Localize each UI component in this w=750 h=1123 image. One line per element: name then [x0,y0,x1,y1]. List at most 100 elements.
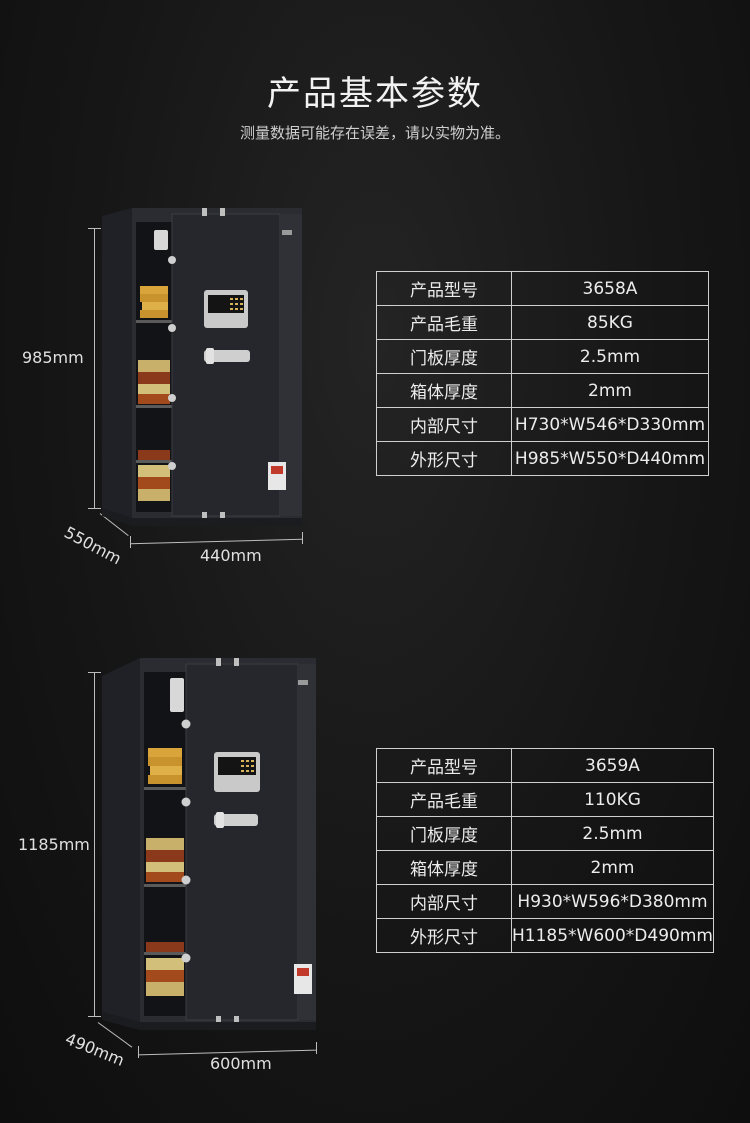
door-bolt [181,719,191,729]
page-title: 产品基本参数 [267,74,483,114]
door-handle-knob [216,812,224,828]
safe-side-panel [102,658,140,1022]
brand-logo [298,680,308,685]
keypad-screen [208,295,244,313]
door-hinge [234,658,239,666]
door-hinge [220,512,225,520]
spec-label: 箱体厚度 [376,850,512,885]
spec-value: 2mm [511,373,709,408]
door-hinge [216,658,221,666]
door-handle-knob [206,348,214,364]
spec-value: 85KG [511,305,709,340]
safe-door [171,213,281,517]
spec-label: 产品型号 [376,271,512,306]
safe-image-3659a [102,658,316,1030]
height-dimension-tick-top [88,228,101,229]
spec-value: H730*W546*D330mm [511,407,709,442]
books-stack [138,360,170,501]
certification-badge-mark [297,968,309,976]
height-dimension-tick-bottom [88,508,101,509]
spec-value: H1185*W600*D490mm [511,918,714,953]
door-handle [204,350,250,362]
safe-door-edge [298,664,316,1020]
door-bolt [168,324,176,332]
door-bolt [168,462,176,470]
spec-value: H930*W596*D380mm [511,884,714,919]
spec-value: 2mm [511,850,714,885]
width-dimension-tick-left [130,536,131,548]
door-hinge [216,1016,221,1024]
door-hinge [234,1016,239,1024]
safe-inner-lock [154,230,168,250]
spec-label: 门板厚度 [376,816,512,851]
safe-base [102,1012,316,1030]
height-dimension-tick-bottom [88,1016,101,1017]
height-dimension-line [94,672,95,1016]
spec-label: 门板厚度 [376,339,512,374]
gold-bars-stack [140,286,168,318]
spec-label: 产品型号 [376,748,512,783]
door-bolt [181,953,191,963]
page-subtitle: 测量数据可能存在误差，请以实物为准。 [239,124,510,142]
safe-image-3658a [102,208,302,526]
spec-value: 2.5mm [511,816,714,851]
spec-value: 110KG [511,782,714,817]
certification-badge-mark [271,466,283,474]
books-stack [146,838,184,996]
keypad-screen [218,757,256,775]
height-dimension-label: 1185mm [18,835,90,854]
safe-shelf [144,787,186,790]
safe-base [102,508,302,526]
height-dimension-label: 985mm [22,348,84,367]
safe-shelf [136,460,172,463]
safe-inner-lock [170,678,184,712]
width-dimension-tick-right [302,532,303,544]
spec-value: H985*W550*D440mm [511,441,709,476]
door-bolt [168,256,176,264]
spec-value: 3659A [511,748,714,783]
gold-bars-stack [148,748,182,784]
door-handle [214,814,258,826]
keypad-buttons [241,760,254,772]
width-dimension-tick-right [316,1042,317,1054]
safe-door-edge [280,214,302,516]
door-hinge [220,208,225,216]
door-bolt [168,394,176,402]
safe-door [185,663,299,1021]
door-hinge [202,208,207,216]
safe-shelf [144,952,186,955]
safe-shelf [136,405,172,408]
spec-label: 外形尺寸 [376,918,512,953]
spec-value: 3658A [511,271,709,306]
safe-shelf [136,320,172,323]
width-dimension-line [130,538,302,545]
spec-label: 产品毛重 [376,305,512,340]
height-dimension-tick-top [88,672,101,673]
spec-value: 2.5mm [511,339,709,374]
width-dimension-tick-left [138,1046,139,1058]
safe-side-panel [102,208,132,518]
spec-label: 箱体厚度 [376,373,512,408]
spec-label: 外形尺寸 [376,441,512,476]
spec-label: 内部尺寸 [376,407,512,442]
brand-logo [282,230,292,235]
spec-label: 产品毛重 [376,782,512,817]
door-bolt [181,875,191,885]
keypad-buttons [230,298,243,310]
door-hinge [202,512,207,520]
safe-shelf [144,884,186,887]
